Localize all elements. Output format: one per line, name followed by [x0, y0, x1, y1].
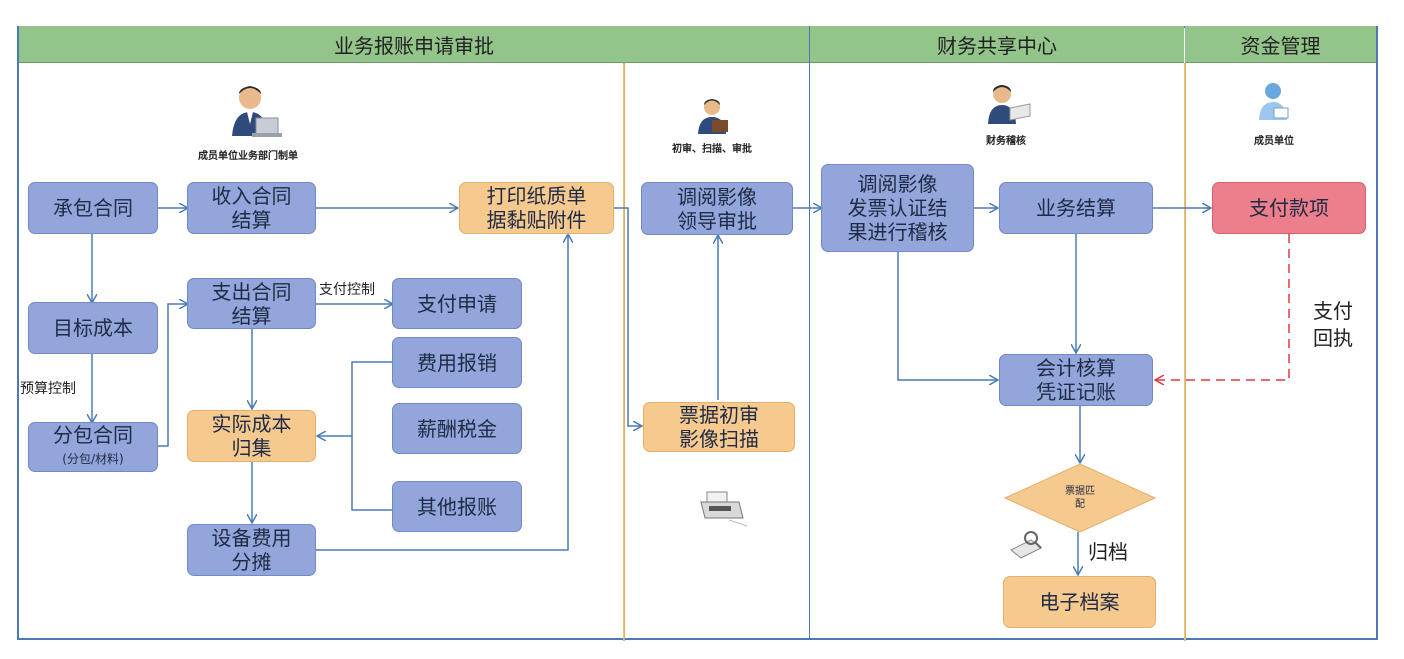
node-target-cost: 目标成本	[28, 302, 158, 354]
lane-header-business: 业务报账申请审批	[19, 26, 809, 63]
node-match: 票据匹 配	[1065, 486, 1095, 510]
lane-divider-finance	[809, 26, 810, 639]
node-contract: 承包合同	[28, 182, 158, 234]
node-expense-settle: 支出合同 结算	[187, 278, 316, 329]
arrow-equipment-print	[316, 235, 568, 551]
node-print: 打印纸质单 据黏贴附件	[459, 182, 614, 234]
node-view-audit: 调阅影像 发票认证结 果进行稽核	[821, 164, 974, 252]
node-view-approve: 调阅影像 领导审批	[641, 182, 793, 235]
node-payment: 支付款项	[1212, 182, 1366, 234]
node-archive: 电子档案	[1003, 576, 1156, 628]
arrow-receipt-dashed	[1156, 234, 1290, 380]
person-member-icon	[1259, 83, 1289, 120]
scanner-icon	[700, 491, 748, 527]
caption-member: 成员单位	[1254, 136, 1294, 147]
arrow-sub-expense	[158, 304, 187, 447]
node-actual-cost: 实际成本 归集	[187, 410, 316, 462]
person-audit-icon	[988, 85, 1031, 124]
person-review-icon	[698, 99, 728, 134]
label-payment-control: 支付控制	[319, 282, 375, 298]
node-equipment: 设备费用 分摊	[187, 524, 316, 576]
node-payment-apply: 支付申请	[392, 278, 522, 329]
arrow-audit-account	[897, 252, 997, 380]
label-budget-control: 预算控制	[20, 381, 76, 397]
node-other-reimb: 其他报账	[392, 481, 522, 532]
caption-dept: 成员单位业务部门制单	[198, 151, 298, 162]
node-sub-contract-label: 分包合同	[53, 423, 133, 447]
node-salary-tax: 薪酬税金	[392, 403, 522, 454]
node-sub-contract: 分包合同 (分包/材料)	[28, 422, 158, 472]
person-laptop-icon	[232, 86, 282, 137]
node-biz-settle: 业务结算	[999, 182, 1153, 234]
node-expense-reimb: 费用报销	[392, 337, 522, 388]
lane-header-funds: 资金管理	[1185, 26, 1376, 63]
node-sub-contract-note: (分包/材料)	[62, 452, 124, 466]
node-ticket-scan: 票据初审 影像扫描	[643, 402, 795, 452]
label-payment-receipt: 支付 回执	[1313, 299, 1353, 350]
label-filing: 归档	[1088, 540, 1128, 564]
caption-review: 初审、扫描、审批	[672, 144, 752, 155]
match-diamond	[1003, 463, 1157, 533]
arrow-bracket-actual	[318, 361, 392, 511]
lane-divider-funds	[1184, 63, 1186, 641]
caption-audit: 财务稽核	[986, 136, 1026, 147]
magnifier-document-icon	[1010, 531, 1042, 559]
lane-header-finance: 财务共享中心	[810, 26, 1184, 63]
node-income-settle: 收入合同 结算	[187, 182, 316, 234]
arrow-print-scan	[614, 207, 641, 426]
node-accounting: 会计核算 凭证记账	[999, 354, 1153, 406]
lane-divider-scan	[623, 63, 625, 641]
